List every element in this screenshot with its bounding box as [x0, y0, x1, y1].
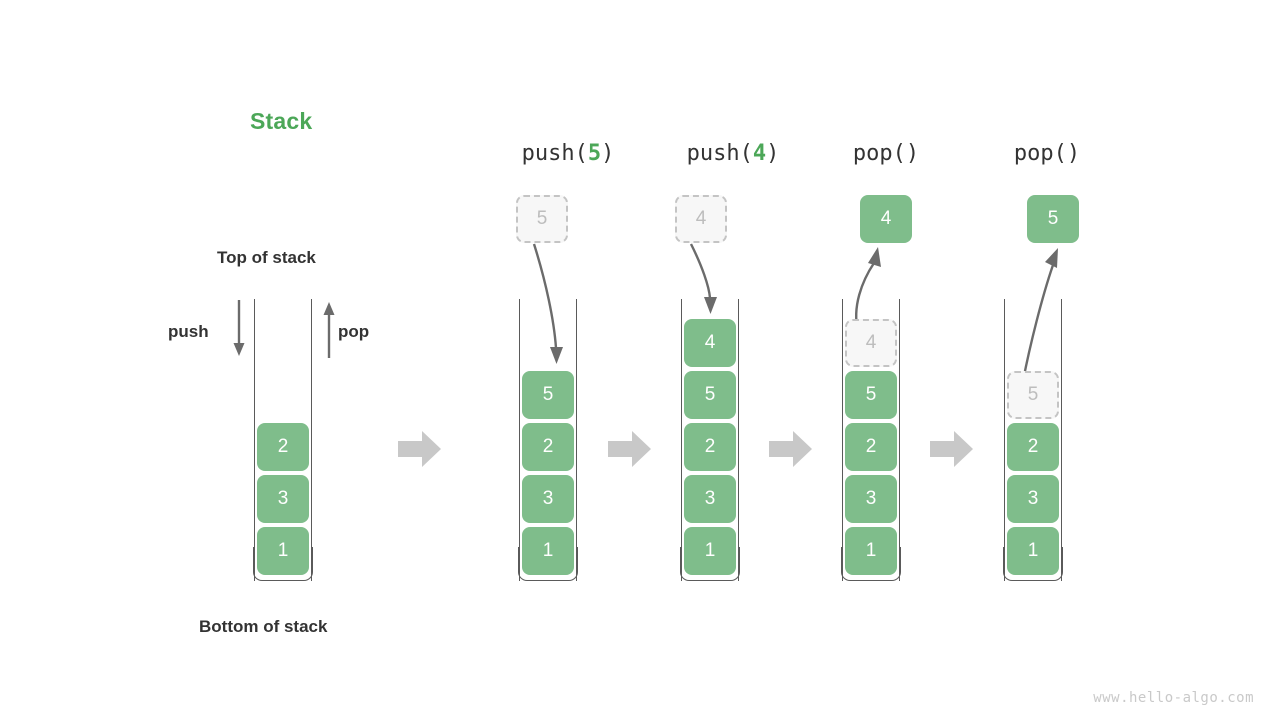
op-prefix: push(	[686, 141, 753, 166]
stack-rail-right	[576, 299, 577, 581]
stack-cell: 1	[684, 527, 736, 575]
stack-after-pop-5: 5 2 3 1	[1003, 299, 1063, 581]
operation-label-push-4: push(4)	[687, 141, 780, 166]
op-prefix: pop(	[852, 141, 906, 166]
stack-cell: 1	[845, 527, 897, 575]
label-pop: pop	[338, 322, 370, 341]
stack-rail-left	[681, 299, 682, 581]
stack-bottom	[518, 547, 578, 581]
push-direction-arrow	[233, 300, 245, 356]
watermark: www.hello-algo.com	[1093, 690, 1254, 706]
stack-rail-left	[1004, 299, 1005, 581]
stack-cell: 3	[1007, 475, 1059, 523]
stack-cell: 2	[522, 423, 574, 471]
stack-cell: 5	[845, 371, 897, 419]
pop-direction-arrow	[323, 302, 335, 358]
op-suffix: )	[766, 141, 780, 166]
stack-cell: 3	[257, 475, 309, 523]
popped-cell-5: 5	[1027, 195, 1079, 243]
push-motion-arrow-5	[532, 243, 563, 364]
stack-initial: 2 3 1	[253, 299, 313, 581]
transition-arrow-2	[608, 431, 651, 467]
stack-rail-right	[311, 299, 312, 581]
stack-rail-right	[738, 299, 739, 581]
stack-cell: 2	[684, 423, 736, 471]
popped-cell-4: 4	[860, 195, 912, 243]
operation-label-pop-4: pop()	[853, 141, 919, 166]
stack-cell-vacated: 5	[1007, 371, 1059, 419]
stack-bottom	[253, 547, 313, 581]
push-motion-arrow-4	[689, 243, 717, 314]
stack-cell: 2	[257, 423, 309, 471]
stack-cell: 5	[684, 371, 736, 419]
stack-after-pop-4: 4 5 2 3 1	[841, 299, 901, 581]
transition-arrow-1	[398, 431, 441, 467]
stack-rail-right	[899, 299, 900, 581]
stack-after-push-5: 5 2 3 1	[518, 299, 578, 581]
stack-rail-left	[842, 299, 843, 581]
stack-bottom	[1003, 547, 1063, 581]
label-top-of-stack: Top of stack	[217, 248, 316, 267]
op-argument: 5	[587, 141, 602, 166]
stack-cell: 3	[522, 475, 574, 523]
stack-bottom	[680, 547, 740, 581]
stack-cell: 1	[522, 527, 574, 575]
stack-rail-left	[519, 299, 520, 581]
op-prefix: pop(	[1013, 141, 1067, 166]
operation-label-push-5: push(5)	[522, 141, 615, 166]
stack-cell: 2	[1007, 423, 1059, 471]
stack-cell: 5	[522, 371, 574, 419]
op-prefix: push(	[521, 141, 588, 166]
label-bottom-of-stack: Bottom of stack	[199, 617, 328, 636]
op-suffix: )	[905, 141, 920, 166]
op-argument: 4	[752, 141, 767, 166]
transition-arrow-3	[769, 431, 812, 467]
operation-label-pop-5: pop()	[1014, 141, 1080, 166]
op-suffix: )	[601, 141, 615, 166]
stack-cell: 3	[684, 475, 736, 523]
stack-after-push-4: 4 5 2 3 1	[680, 299, 740, 581]
stack-cell: 4	[684, 319, 736, 367]
stack-rail-left	[254, 299, 255, 581]
label-push: push	[168, 322, 209, 341]
stack-cell: 1	[1007, 527, 1059, 575]
stack-cell: 1	[257, 527, 309, 575]
page-title: Stack	[250, 108, 313, 134]
stack-cell: 2	[845, 423, 897, 471]
pop-motion-arrow-5	[1021, 248, 1058, 382]
stack-bottom	[841, 547, 901, 581]
floating-cell-push-5: 5	[516, 195, 568, 243]
op-suffix: )	[1066, 141, 1081, 166]
stack-rail-right	[1061, 299, 1062, 581]
transition-arrow-4	[930, 431, 973, 467]
stack-cell-vacated: 4	[845, 319, 897, 367]
stack-cell: 3	[845, 475, 897, 523]
floating-cell-push-4: 4	[675, 195, 727, 243]
